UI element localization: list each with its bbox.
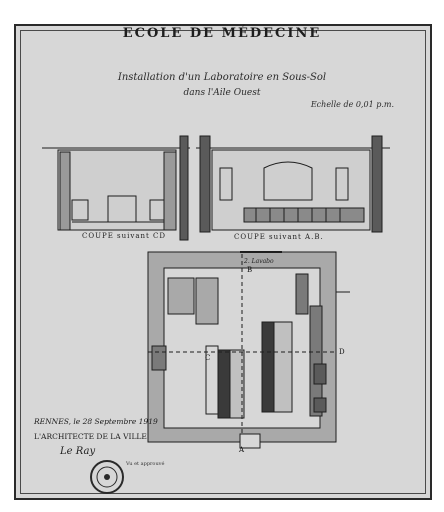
plan-point-a: A (239, 446, 245, 454)
drawing-subtitle: Installation d'un Laboratoire en Sous-So… (117, 72, 327, 83)
section-ab (196, 135, 390, 233)
drawing-subtitle-line2: dans l'Aile Ouest (183, 88, 261, 98)
section-cd (42, 135, 190, 241)
municipal-seal-icon (90, 460, 124, 494)
plan-point-b: B (247, 266, 253, 274)
scale-note: Echelle de 0,01 p.m. (310, 100, 394, 109)
plan-top-label: 2. Lavabo (244, 258, 274, 265)
floor-plan (147, 251, 350, 449)
place-date: RENNES, le 28 Septembre 1919 (34, 417, 158, 426)
approval-note: Vu et approuvé (126, 461, 165, 467)
section-cd-caption: COUPE suivant CD (82, 232, 167, 240)
drawing-title: ECOLE DE MÉDECINE (122, 26, 322, 41)
architect-signature: Le Ray (60, 446, 96, 457)
architect-label: L'ARCHITECTE DE LA VILLE (34, 432, 147, 441)
section-ab-caption: COUPE suivant A.B. (234, 233, 324, 241)
plan-point-d: D (339, 348, 345, 356)
plan-point-c: C (205, 354, 211, 362)
